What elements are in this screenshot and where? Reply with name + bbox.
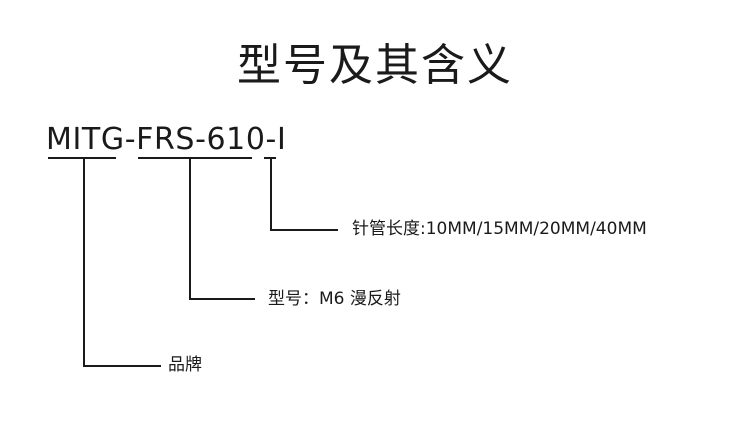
brand-underline [48,157,116,159]
brand-label: 品牌 [168,355,202,375]
length-label: 针管长度:10MM/15MM/20MM/40MM [352,219,647,239]
length-underline [264,157,276,159]
page-title: 型号及其含义 [237,40,513,91]
brand-connector-vertical [83,159,85,367]
model-connector-horizontal [189,298,255,300]
model-underline [138,157,252,159]
length-connector-vertical [270,159,272,231]
brand-connector-horizontal [83,365,161,367]
model-label: 型号：M6 漫反射 [268,289,401,309]
length-connector-horizontal [270,229,338,231]
model-code: MITG-FRS-610-I [46,122,287,157]
model-connector-vertical [189,159,191,300]
